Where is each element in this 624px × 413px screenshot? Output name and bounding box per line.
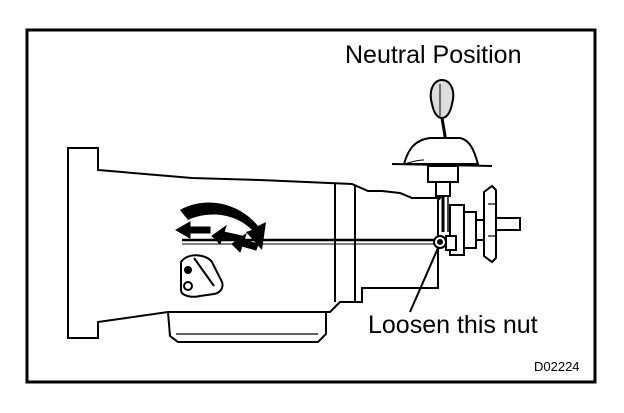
selector-lever	[180, 254, 224, 298]
figure-code: D02224	[534, 359, 580, 374]
shift-rod	[182, 238, 438, 245]
callout-leader	[409, 247, 439, 313]
shift-lever	[391, 78, 493, 232]
direction-arrow-icon	[174, 221, 259, 253]
output-flange	[449, 184, 521, 264]
transmission-housing	[67, 147, 443, 343]
loosen-nut-label: Loosen this nut	[368, 311, 538, 339]
neutral-position-label: Neutral Position	[345, 41, 521, 69]
rotation-arrow-icon	[180, 202, 266, 250]
adjusting-nut	[433, 235, 457, 251]
figure-border	[25, 28, 597, 384]
